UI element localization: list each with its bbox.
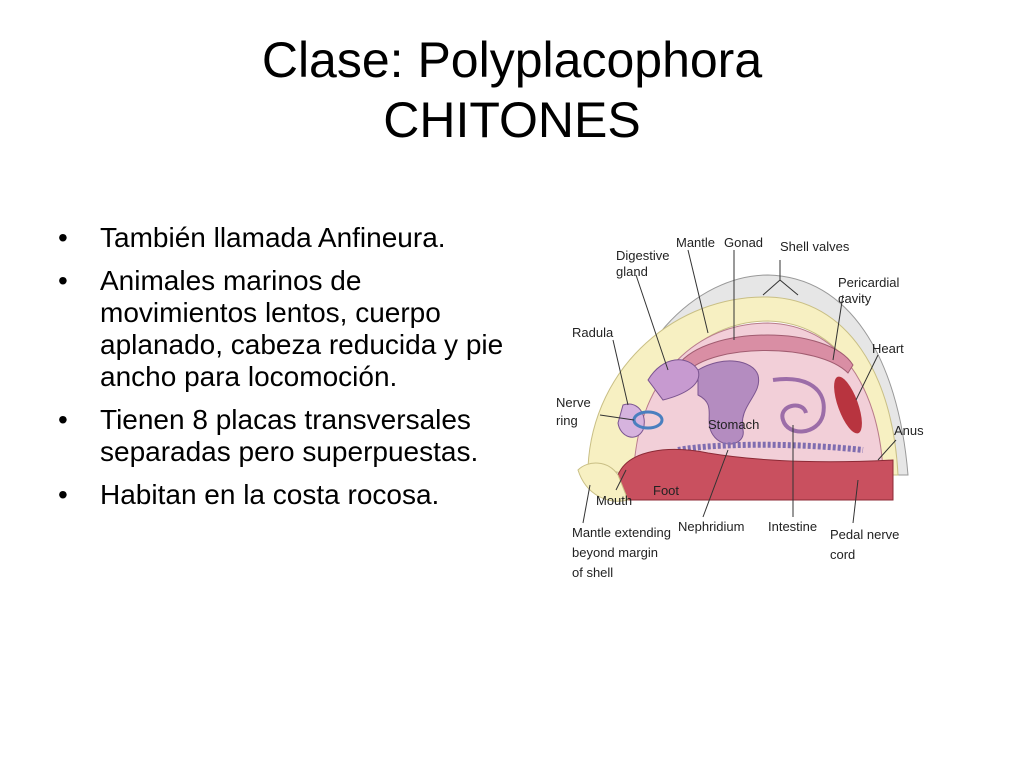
label-digestive-gland: Digestive [616,248,669,263]
stomach-shape [697,360,760,445]
title-line-2: CHITONES [383,92,641,148]
label-gonad: Gonad [724,235,763,250]
label-digestive-gland-2: gland [616,264,648,279]
heart-shape [834,376,862,434]
label-foot: Foot [653,483,679,498]
label-mantle-extending-3: of shell [572,565,613,580]
label-anus: Anus [894,423,924,438]
label-mantle-extending: Mantle extending [572,525,671,540]
digestive-gland-shape [647,359,700,401]
label-radula: Radula [572,325,614,340]
label-nerve-ring-2: ring [556,413,578,428]
bullet-item: • Animales marinos de movimientos lentos,… [58,265,508,393]
label-intestine: Intestine [768,519,817,534]
bullet-item: • Tienen 8 placas transversales separadas… [58,404,508,468]
bullet-dot-icon: • [58,265,68,296]
bullet-item: • Habitan en la costa rocosa. [58,479,508,511]
label-nephridium: Nephridium [678,519,744,534]
label-heart: Heart [872,341,904,356]
nephridium-shape [677,441,864,453]
label-stomach: Stomach [708,417,759,432]
intestine-shape [772,377,826,434]
bullet-dot-icon: • [58,479,68,510]
label-pericardial-cavity: Pericardial [838,275,900,290]
title-line-1: Clase: Polyplacophora [261,32,763,88]
label-mouth: Mouth [596,493,632,508]
label-pedal-nerve-cord: Pedal nerve [830,527,899,542]
slide-title: Clase: Polyplacophora CHITONES [0,30,1024,150]
bullet-text: También llamada Anfineura. [100,222,446,253]
bullet-dot-icon: • [58,404,68,435]
gonad-shape [677,334,854,374]
label-nerve-ring: Nerve [556,395,591,410]
radula-shape [617,403,645,438]
bullet-item: • También llamada Anfineura. [58,222,508,254]
label-shell-valves: Shell valves [780,239,850,254]
label-pericardial-cavity-2: cavity [838,291,872,306]
bullet-dot-icon: • [58,222,68,253]
mantle-skirt-shape [577,462,629,502]
bullet-text: Habitan en la costa rocosa. [100,479,440,510]
chiton-anatomy-diagram: Digestive gland Mantle Gonad Shell valve… [556,235,924,580]
bullet-list: • También llamada Anfineura. • Animales ma… [58,222,508,522]
bullet-text: Animales marinos de movimientos lentos, … [100,265,504,392]
bullet-text: Tienen 8 placas transversales separadas … [100,404,479,467]
label-pedal-nerve-cord-2: cord [830,547,855,562]
label-mantle-extending-2: beyond margin [572,545,658,560]
label-mantle: Mantle [676,235,715,250]
